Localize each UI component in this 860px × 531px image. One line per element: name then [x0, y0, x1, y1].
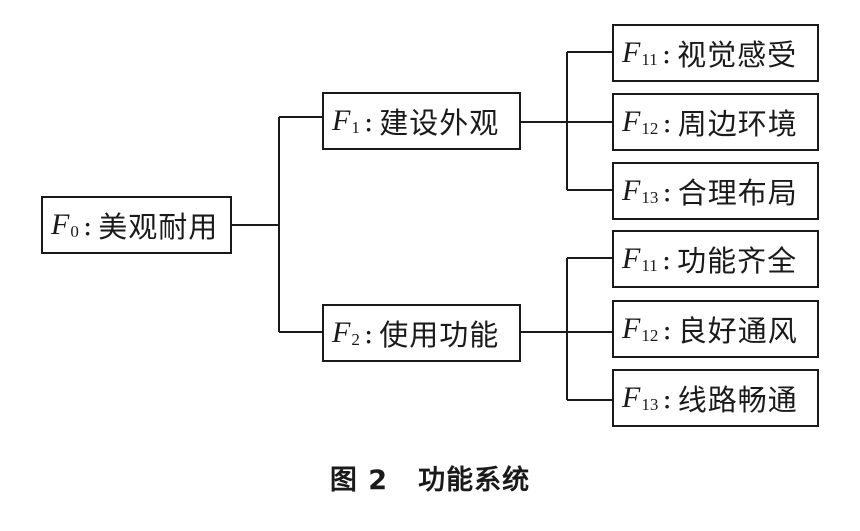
node-root-sep: :	[82, 208, 93, 242]
node-f2-child-2-sub: 12	[641, 326, 659, 345]
node-f2-child-2-sep: :	[662, 312, 672, 346]
node-f1-child-1-var: F	[622, 36, 641, 69]
figure-title: 功能系统	[418, 465, 531, 496]
node-f2-child-1-label: 功能齐全	[677, 244, 798, 278]
node-f1-label: 建设外观	[379, 106, 500, 140]
node-f2-child-2-label: 良好通风	[677, 314, 798, 348]
node-f2-var: F	[332, 316, 351, 349]
node-root-sub: 0	[70, 222, 79, 241]
figure-number: 图 2	[329, 465, 389, 496]
node-f1-child-2-var: F	[622, 105, 641, 138]
node-f2-child-1-sub: 11	[641, 256, 658, 275]
figure-caption: 图 2 功能系统	[0, 458, 860, 497]
node-f1-child-3-label: 合理布局	[677, 176, 798, 210]
node-f1-sub: 1	[351, 118, 360, 137]
node-f1-child-2-sub: 12	[641, 119, 659, 138]
node-f1-child-3-sep: :	[662, 174, 672, 208]
node-f1-child-1-sep: :	[661, 36, 672, 70]
node-f2-sub: 2	[351, 330, 360, 349]
node-root-var: F	[51, 208, 70, 241]
node-f1-child-1-sub: 11	[641, 50, 658, 69]
node-f2-child-3-var: F	[622, 381, 641, 414]
node-f2-child-3-label: 线路畅通	[677, 383, 798, 417]
node-f2-child-1-var: F	[622, 242, 641, 275]
node-f1-sep: :	[363, 104, 374, 138]
node-root-label: 美观耐用	[98, 210, 219, 244]
node-f1-child-1-label: 视觉感受	[677, 38, 798, 72]
node-f1-child-2-label: 周边环境	[677, 107, 798, 141]
node-f2-child-3-sep: :	[662, 381, 672, 415]
node-f1-child-3-sub: 13	[641, 188, 659, 207]
node-f1-child-3-var: F	[622, 174, 641, 207]
node-f1-var: F	[332, 104, 351, 137]
node-f2-child-1-sep: :	[661, 242, 672, 276]
node-f2-child-2-var: F	[622, 312, 641, 345]
node-f2-sep: :	[363, 316, 374, 350]
node-f2-child-3-sub: 13	[641, 395, 659, 414]
node-f1-child-2-sep: :	[662, 105, 672, 139]
node-f2-label: 使用功能	[379, 318, 500, 352]
